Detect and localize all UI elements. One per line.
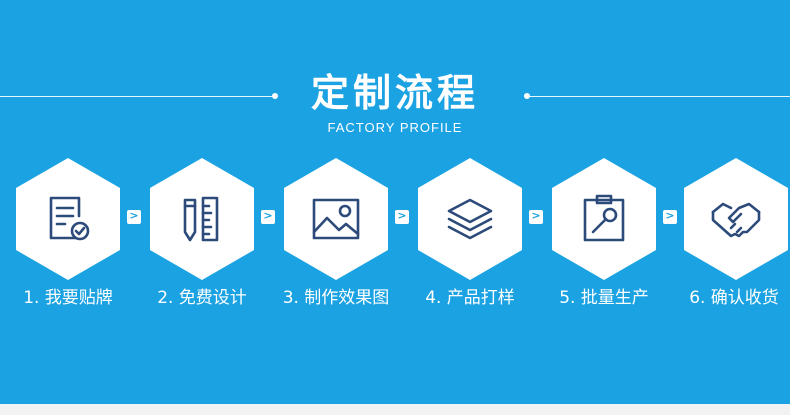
step-1-label: 1. 我要贴牌 <box>23 288 113 308</box>
step-hexagon <box>416 156 524 282</box>
step-hexagon <box>282 156 390 282</box>
step-4-label: 4. 产品打样 <box>425 288 515 308</box>
step-3-label: 3. 制作效果图 <box>282 288 390 308</box>
image-icon <box>312 198 360 240</box>
handshake-icon <box>711 202 761 238</box>
layers-icon <box>447 198 493 240</box>
page-title: 定制流程 <box>310 71 479 115</box>
step-5-label: 5. 批量生产 <box>559 288 649 308</box>
step-hexagon <box>550 156 658 282</box>
step-5 <box>550 156 658 282</box>
step-2-label: 2. 免费设计 <box>157 288 247 308</box>
chevron-right-icon: > <box>261 209 275 224</box>
bottom-strip <box>0 404 790 415</box>
step-6 <box>682 156 790 282</box>
chevron-right-icon: > <box>663 209 677 224</box>
title-rule-right <box>527 96 790 97</box>
step-4 <box>416 156 524 282</box>
title-rule-dot-right <box>524 93 530 99</box>
step-3 <box>282 156 390 282</box>
step-hexagon <box>14 156 122 282</box>
title-rule-left <box>0 96 272 97</box>
ruler-pencil-icon <box>183 196 219 242</box>
step-2 <box>148 156 256 282</box>
page-subtitle: FACTORY PROFILE <box>327 120 463 135</box>
chevron-right-icon: > <box>395 209 409 224</box>
title-rule-dot-left <box>272 93 278 99</box>
step-1 <box>14 156 122 282</box>
chevron-right-icon: > <box>127 209 141 224</box>
step-hexagon <box>682 156 790 282</box>
chevron-right-icon: > <box>529 209 543 224</box>
wrench-clipboard-icon <box>583 194 625 242</box>
step-6-label: 6. 确认收货 <box>689 288 779 308</box>
document-check-icon <box>49 196 90 241</box>
step-hexagon <box>148 156 256 282</box>
process-banner <box>0 0 790 404</box>
